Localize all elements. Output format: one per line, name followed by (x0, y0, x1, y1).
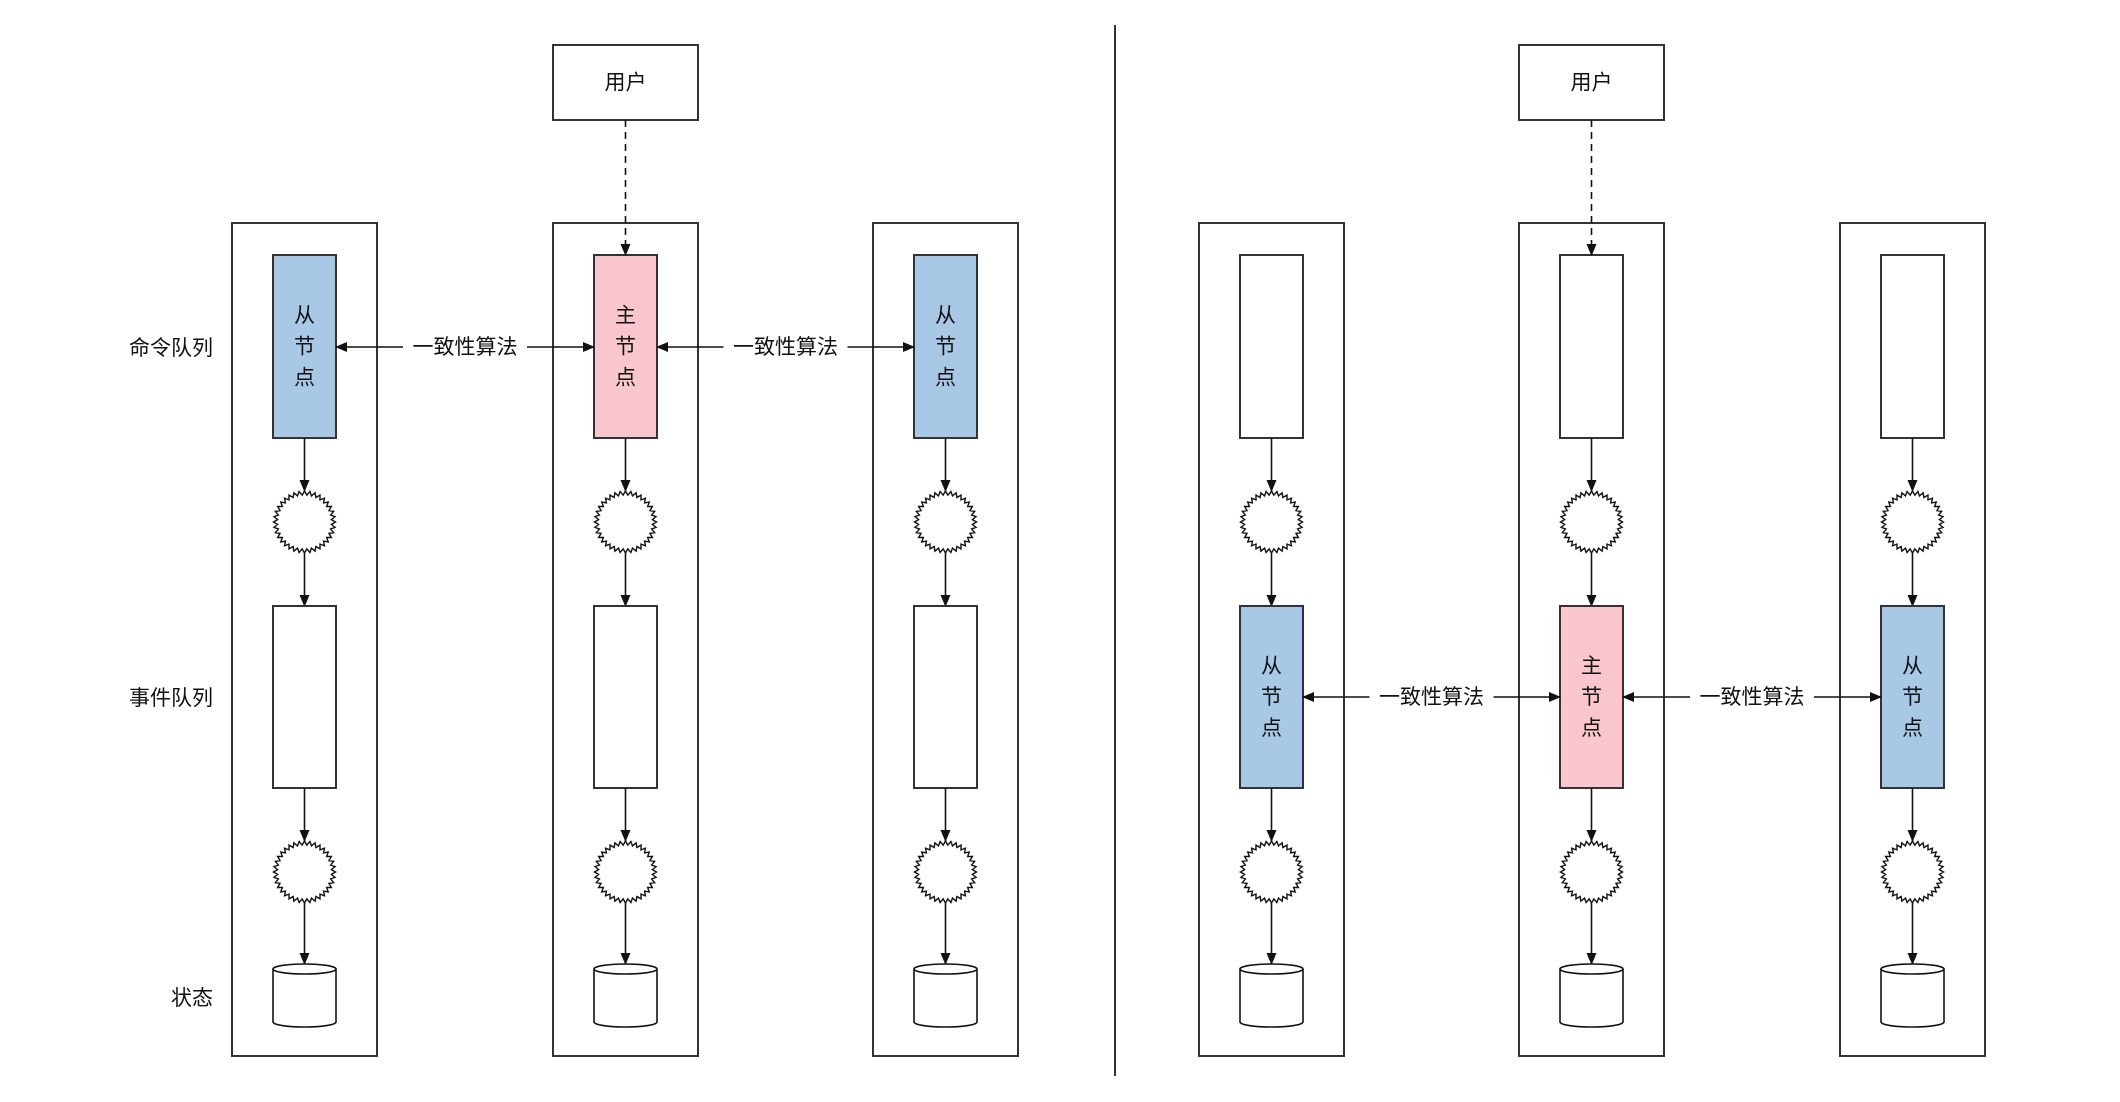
state-database-rim (593, 968, 658, 975)
consensus-link: 一致性算法 (335, 335, 595, 359)
processing-star-icon (913, 489, 978, 555)
panel-event-replication: 用户从节点主节点从节点一致性算法一致性算法 (1198, 44, 1986, 1057)
node-column: 从节点 (872, 222, 1019, 1057)
user-label: 用户 (605, 71, 647, 95)
command-queue-box (1880, 254, 1945, 439)
node-label-char: 节 (1902, 685, 1923, 709)
node-label-char: 节 (1261, 685, 1282, 709)
row-label-event-queue: 事件队列 (129, 686, 213, 710)
follower-node[interactable]: 从节点 (272, 254, 337, 439)
processing-star-icon (1880, 839, 1945, 905)
node-column: 从节点 (231, 222, 378, 1057)
node-label-char: 主 (615, 304, 636, 328)
processing-star-icon (272, 839, 337, 905)
user-box-rect[interactable] (1518, 44, 1665, 121)
node-column: 主节点 (552, 222, 699, 1057)
state-database-rim (1239, 968, 1304, 975)
node-label-char: 节 (615, 335, 636, 359)
node-label-char: 点 (615, 366, 636, 390)
node-label-char: 从 (1902, 654, 1923, 678)
processing-star-icon (1239, 839, 1304, 905)
node-label-char: 主 (1581, 654, 1602, 678)
state-database-icon (272, 963, 337, 1028)
processing-star-icon (593, 489, 658, 555)
server-column-frame (872, 222, 1019, 1057)
state-database-rim (1559, 968, 1624, 975)
node-label-char: 节 (935, 335, 956, 359)
server-column-frame (231, 222, 378, 1057)
event-queue-box (272, 605, 337, 789)
leader-node-box[interactable] (1559, 605, 1624, 789)
follower-node[interactable]: 从节点 (1239, 605, 1304, 789)
user-box[interactable]: 用户 (1518, 44, 1665, 121)
follower-node[interactable]: 从节点 (1880, 605, 1945, 789)
consensus-label: 一致性算法 (1379, 685, 1484, 709)
node-column: 从节点 (1839, 222, 1986, 1057)
node-label-char: 点 (1902, 716, 1923, 740)
node-label-char: 节 (1581, 685, 1602, 709)
state-database-icon (913, 963, 978, 1028)
command-queue-box (1239, 254, 1304, 439)
consensus-label: 一致性算法 (413, 335, 518, 359)
processing-star-icon (593, 839, 658, 905)
state-database-icon (1559, 963, 1624, 1028)
processing-star-icon (913, 839, 978, 905)
node-label-char: 从 (935, 304, 956, 328)
node-label-char: 从 (294, 304, 315, 328)
follower-node-box[interactable] (1239, 605, 1304, 789)
state-database-rim (1880, 968, 1945, 975)
leader-node[interactable]: 主节点 (1559, 605, 1624, 789)
consensus-link: 一致性算法 (656, 335, 915, 359)
panels-layer: 用户从节点主节点从节点一致性算法一致性算法用户从节点主节点从节点一致性算法一致性… (231, 44, 1986, 1057)
state-database-icon (1880, 963, 1945, 1028)
consensus-label: 一致性算法 (1700, 685, 1805, 709)
node-label-char: 节 (294, 335, 315, 359)
state-database-icon (593, 963, 658, 1028)
consensus-link: 一致性算法 (1302, 685, 1561, 709)
processing-star-icon (1559, 839, 1624, 905)
node-column: 主节点 (1518, 222, 1665, 1057)
consensus-label: 一致性算法 (733, 335, 838, 359)
node-label-char: 点 (294, 366, 315, 390)
user-box[interactable]: 用户 (552, 44, 699, 121)
event-queue-box (593, 605, 658, 789)
node-label-char: 点 (1261, 716, 1282, 740)
follower-node[interactable]: 从节点 (913, 254, 978, 439)
node-label-char: 点 (935, 366, 956, 390)
panel-command-replication: 用户从节点主节点从节点一致性算法一致性算法 (231, 44, 1019, 1057)
node-column: 从节点 (1198, 222, 1345, 1057)
node-label-char: 从 (1261, 654, 1282, 678)
state-database-rim (272, 968, 337, 975)
event-queue-box (913, 605, 978, 789)
state-database-rim (913, 968, 978, 975)
processing-star-icon (1880, 489, 1945, 555)
server-column-frame (1198, 222, 1345, 1057)
server-column-frame (1839, 222, 1986, 1057)
processing-star-icon (272, 489, 337, 555)
row-label-command-queue: 命令队列 (129, 336, 213, 360)
processing-star-icon (1239, 489, 1304, 555)
processing-star-icon (1559, 489, 1624, 555)
row-label-state: 状态 (171, 986, 213, 1010)
leader-node[interactable]: 主节点 (593, 254, 658, 439)
follower-node-box[interactable] (1880, 605, 1945, 789)
user-label: 用户 (1571, 71, 1613, 95)
consensus-link: 一致性算法 (1622, 685, 1882, 709)
state-database-icon (1239, 963, 1304, 1028)
node-label-char: 点 (1581, 716, 1602, 740)
command-queue-box (1559, 254, 1624, 439)
